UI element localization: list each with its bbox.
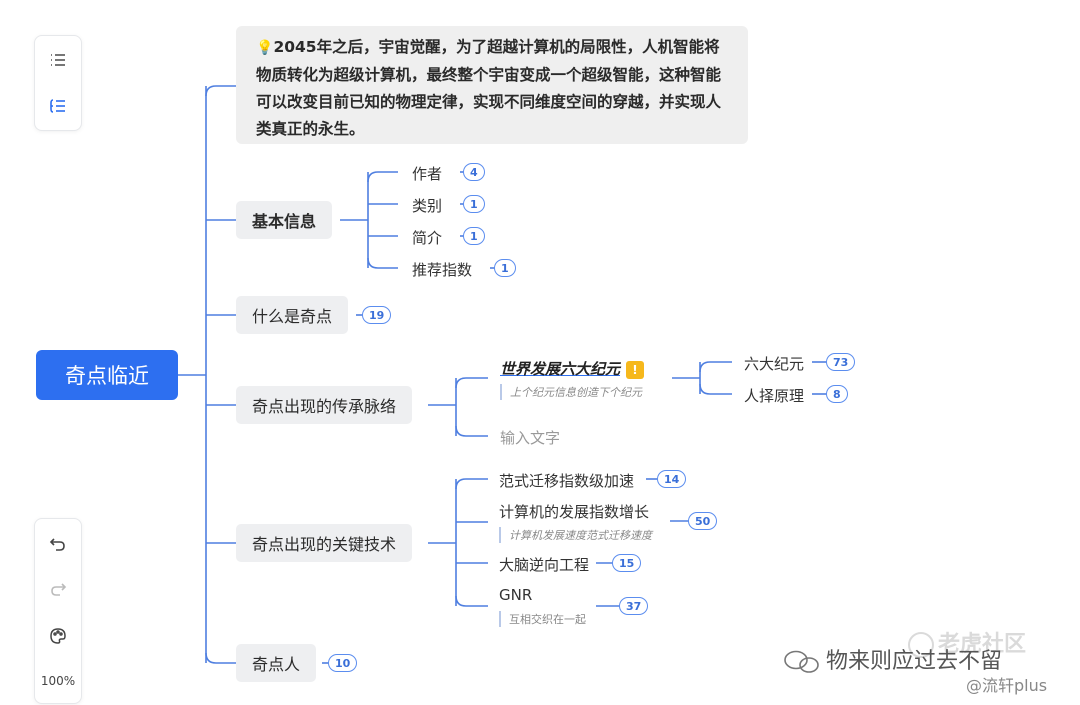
input-text-placeholder-node[interactable]: 输入文字: [500, 429, 561, 447]
author-node[interactable]: 作者: [412, 165, 443, 183]
view-toolbar: [34, 35, 82, 131]
mindmap-view-button[interactable]: [35, 86, 81, 126]
list-icon: [51, 54, 65, 66]
gnr-note: 互相交织在一起: [499, 611, 586, 627]
undo-button[interactable]: [35, 525, 81, 565]
six-epochs-note: 上个纪元信息创造下个纪元: [500, 384, 642, 400]
zoom-level[interactable]: 100%: [40, 674, 76, 688]
anthropic-count-badge[interactable]: 8: [826, 385, 848, 403]
anthropic-principle-node[interactable]: 人择原理: [744, 387, 805, 405]
people-count-badge[interactable]: 10: [328, 654, 358, 672]
edit-toolbar: 100%: [34, 518, 82, 704]
watermark-handle: @流轩plus: [966, 676, 1048, 695]
six-epochs-node[interactable]: 世界发展六大纪元!: [500, 358, 645, 379]
mindmap-structure-icon: [50, 99, 65, 113]
outline-view-button[interactable]: [35, 40, 81, 80]
intro-node[interactable]: 💡2045年之后，宇宙觉醒，为了超越计算机的局限性，人机智能将物质转化为超级计算…: [236, 26, 748, 144]
flag-icon: !: [626, 360, 645, 379]
what-is-singularity-node[interactable]: 什么是奇点: [236, 296, 349, 334]
singularity-people-node[interactable]: 奇点人: [236, 644, 317, 682]
root-node[interactable]: 奇点临近: [36, 350, 178, 400]
watermark-logo: 老虎社区: [908, 626, 1026, 658]
theme-button[interactable]: [35, 616, 81, 656]
wechat-icon: [784, 650, 819, 673]
lineage-node[interactable]: 奇点出现的传承脉络: [236, 386, 413, 424]
watermark-line1: 物来则应过去不留: [826, 649, 1003, 674]
brain-reverse-node[interactable]: 大脑逆向工程: [499, 556, 590, 574]
category-count-badge[interactable]: 1: [463, 195, 485, 213]
what-is-count-badge[interactable]: 19: [362, 306, 392, 324]
author-count-badge[interactable]: 4: [463, 163, 485, 181]
lightbulb-icon: 💡: [256, 40, 274, 56]
redo-button[interactable]: [35, 570, 81, 610]
palette-icon: [50, 628, 66, 644]
watermark-logo-text: 老虎社区: [938, 632, 1027, 657]
paradigm-shift-node[interactable]: 范式迁移指数级加速: [499, 472, 635, 490]
recommend-count-badge[interactable]: 1: [494, 259, 516, 277]
summary-node[interactable]: 简介: [412, 229, 443, 247]
six-epochs-count-badge[interactable]: 73: [826, 353, 856, 371]
recommend-index-node[interactable]: 推荐指数: [412, 261, 473, 279]
gnr-count-badge[interactable]: 37: [619, 597, 649, 615]
undo-icon: [49, 538, 65, 551]
key-tech-node[interactable]: 奇点出现的关键技术: [236, 524, 413, 562]
watermark-signature: 物来则应过去不留: [782, 643, 1002, 675]
redo-icon: [51, 583, 67, 596]
brain-reverse-count-badge[interactable]: 15: [612, 554, 642, 572]
gnr-node[interactable]: GNR: [499, 586, 533, 604]
category-node[interactable]: 类别: [412, 197, 443, 215]
computer-growth-count-badge[interactable]: 50: [688, 512, 718, 530]
tiger-logo-icon: [908, 632, 934, 658]
basic-info-node[interactable]: 基本信息: [236, 201, 333, 239]
paradigm-shift-count-badge[interactable]: 14: [657, 470, 687, 488]
intro-text: 2045年之后，宇宙觉醒，为了超越计算机的局限性，人机智能将物质转化为超级计算机…: [256, 38, 722, 138]
six-epochs-label: 世界发展六大纪元: [500, 360, 621, 378]
computer-growth-note: 计算机发展速度范式迁移速度: [499, 527, 652, 543]
summary-count-badge[interactable]: 1: [463, 227, 485, 245]
computer-growth-node[interactable]: 计算机的发展指数增长: [499, 503, 650, 521]
six-epochs-child-node[interactable]: 六大纪元: [744, 355, 805, 373]
